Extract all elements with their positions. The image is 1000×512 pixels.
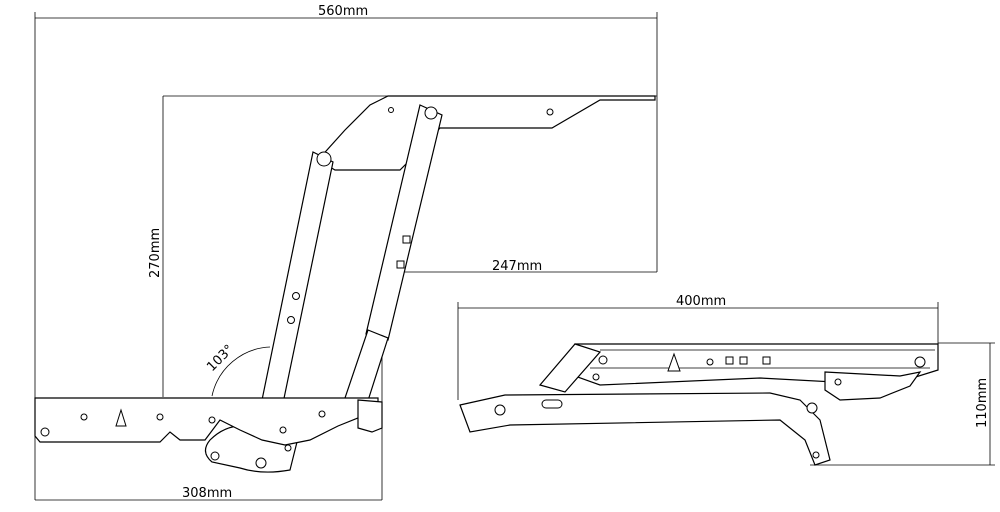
dimension-lines-closed	[457, 302, 995, 466]
dim-247: 247mm	[492, 259, 542, 274]
dim-400: 400mm	[676, 294, 726, 309]
top-bracket	[317, 95, 656, 171]
dim-560: 560mm	[318, 4, 368, 19]
mechanism-closed	[459, 343, 939, 466]
mechanism-open	[34, 95, 656, 473]
dim-270: 270mm	[148, 228, 163, 278]
base-plate	[34, 397, 379, 446]
dim-308: 308mm	[182, 486, 232, 501]
closed-lower-bar	[459, 392, 831, 466]
dimension-labels: 560mm 247mm 308mm 400mm 270mm 110mm 103°	[148, 4, 990, 501]
dim-110: 110mm	[975, 378, 990, 428]
back-arm	[261, 151, 334, 409]
dim-angle: 103°	[204, 342, 237, 375]
